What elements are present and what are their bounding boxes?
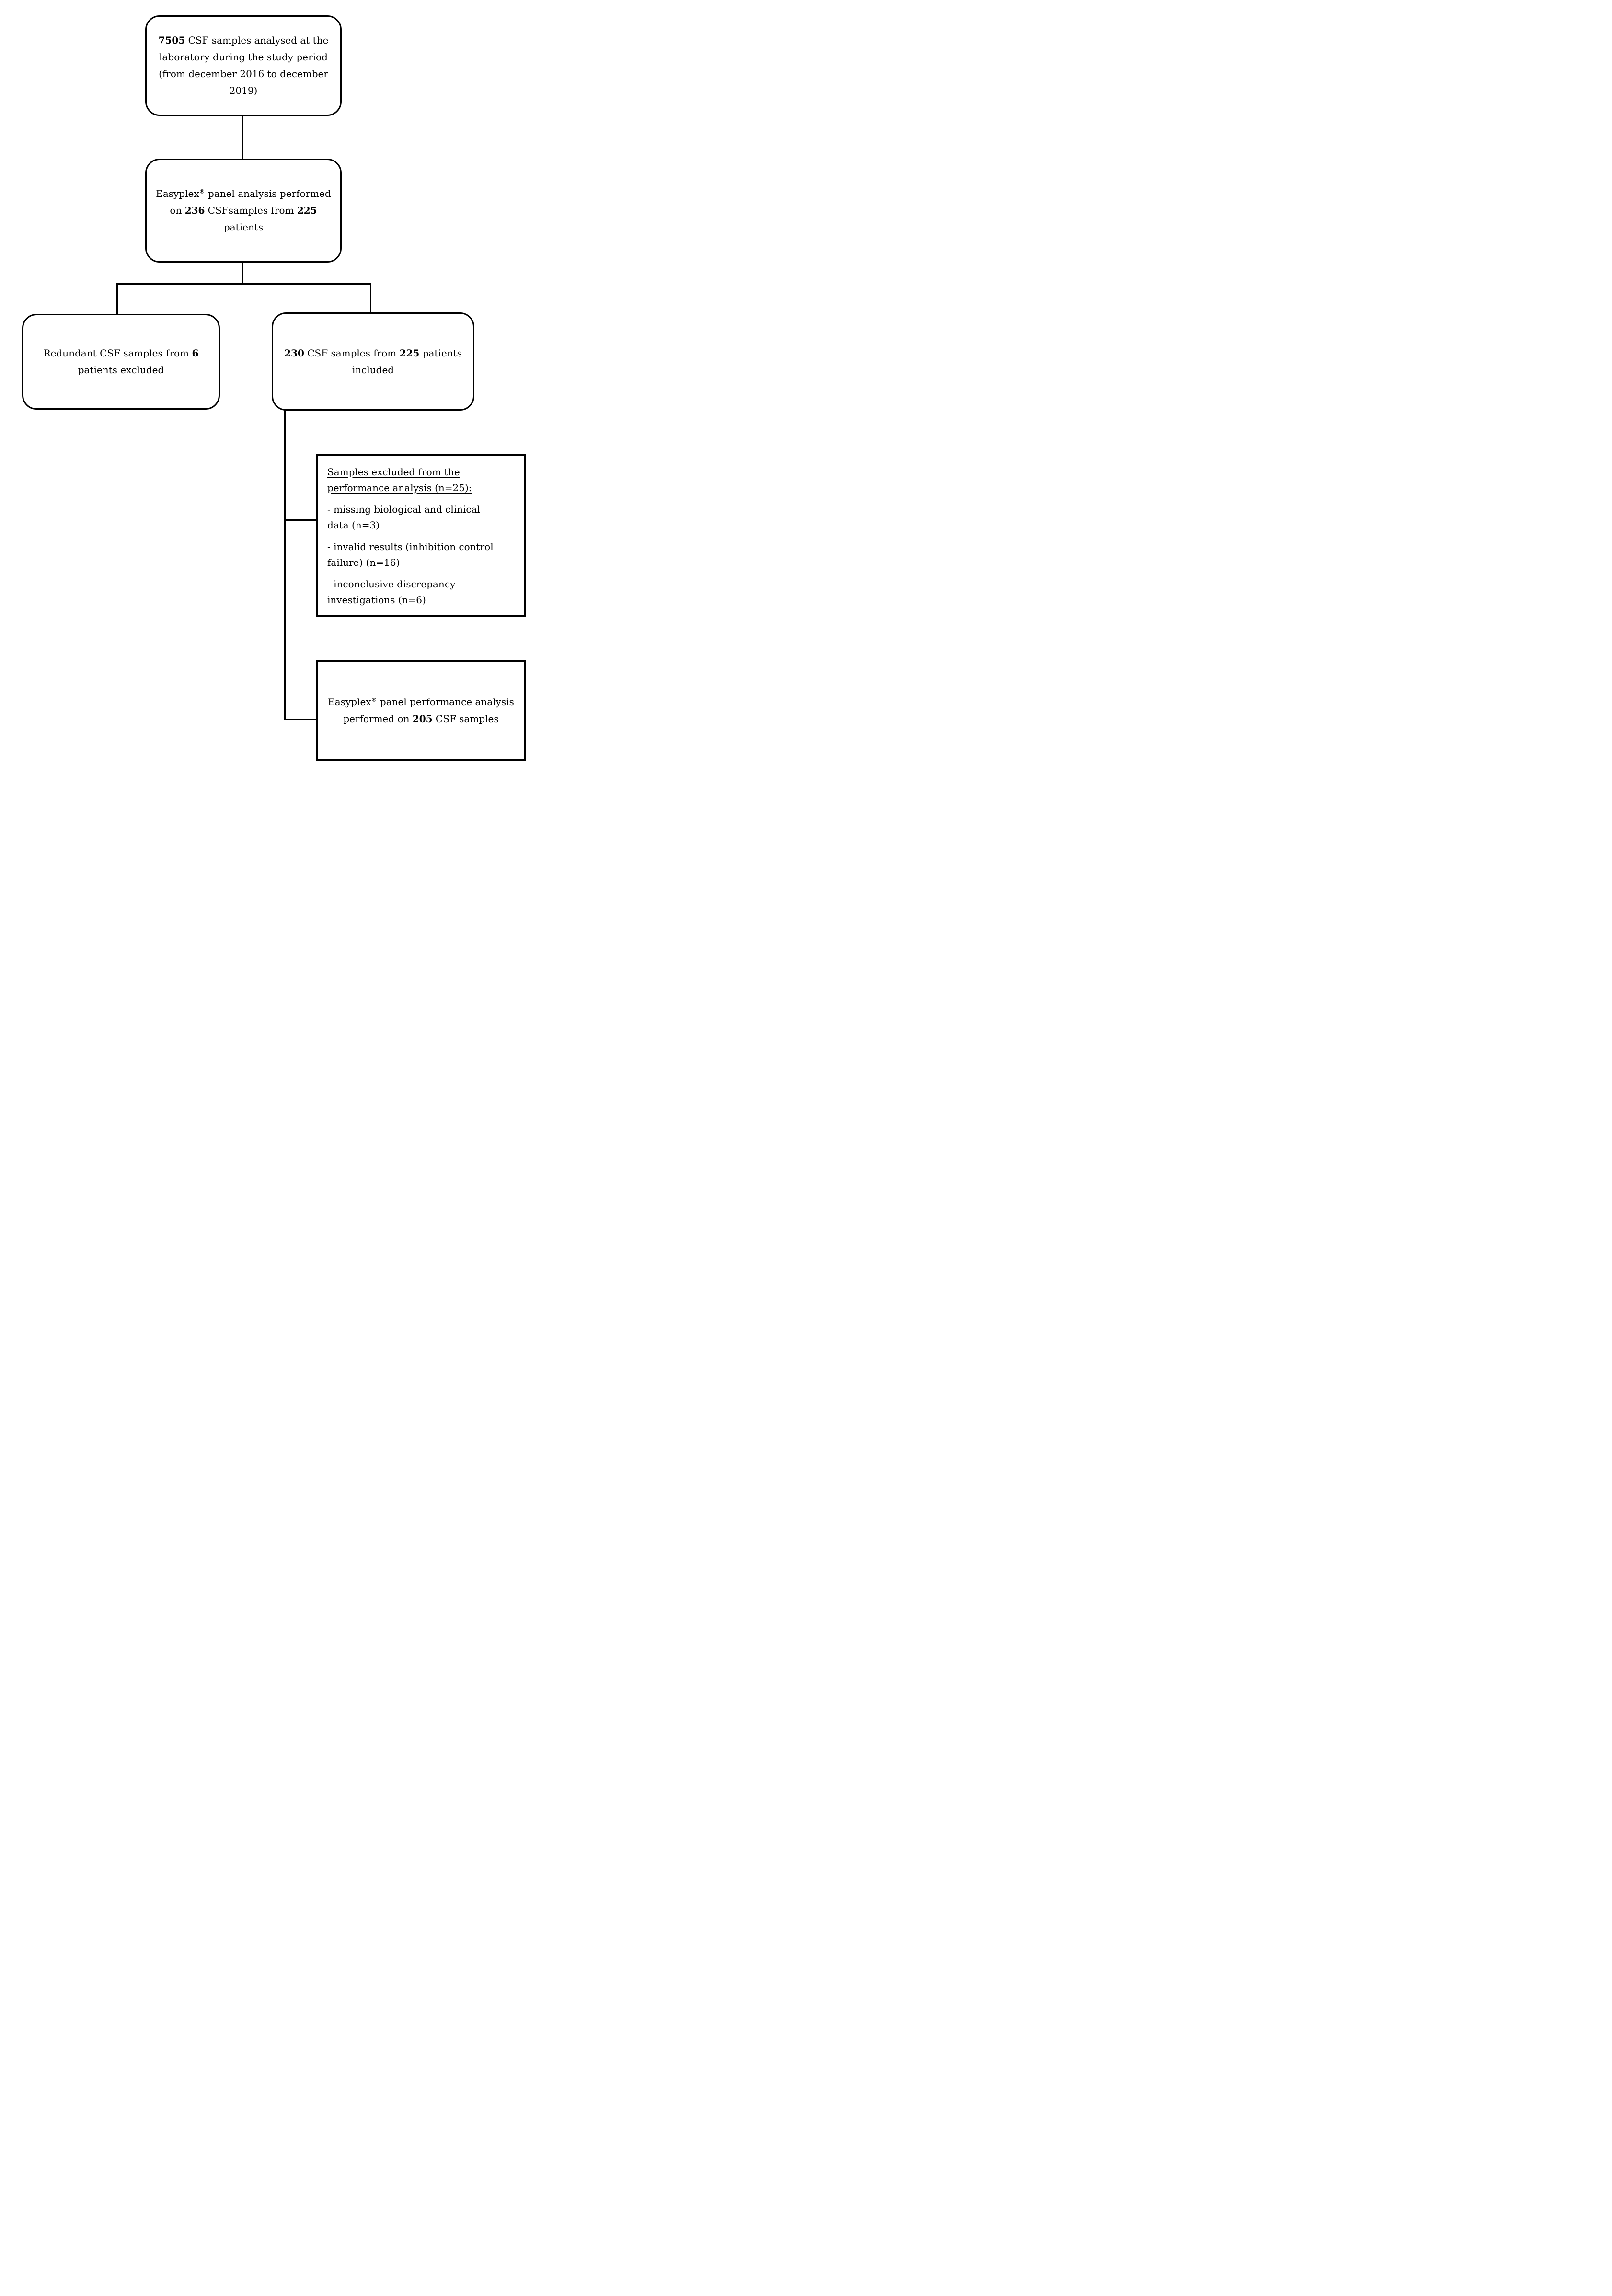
text-segment: CSF samples analysed at the xyxy=(185,34,329,46)
node-included-line-1: 230 CSF samples from 225 patients xyxy=(284,345,462,362)
registered-trademark-icon: ® xyxy=(371,696,377,703)
excluded-item-line: - inconclusive discrepancy xyxy=(327,576,455,592)
text-segment: 230 xyxy=(284,347,304,359)
text-segment: 205 xyxy=(412,713,433,724)
node-total-samples: 7505 CSF samples analysed at the laborat… xyxy=(145,15,342,116)
connector-branch-to-performance xyxy=(284,719,317,720)
text-segment: Samples excluded from the xyxy=(327,466,460,478)
text-segment: Redundant CSF samples from xyxy=(43,347,192,359)
text-segment: Easyplex xyxy=(156,188,199,199)
text-segment: patients excluded xyxy=(78,364,164,376)
text-segment: - invalid results (inhibition control xyxy=(327,541,494,552)
node-excluded-performance: Samples excluded from the performance an… xyxy=(316,454,526,617)
text-segment: 225 xyxy=(297,205,317,216)
excluded-item-line: - invalid results (inhibition control xyxy=(327,539,494,555)
text-segment: panel performance analysis xyxy=(377,696,514,708)
text-segment: performed on xyxy=(343,713,413,724)
connector-drop-to-redundant xyxy=(116,283,118,315)
text-segment: Easyplex xyxy=(328,696,371,708)
excluded-item-invalid-results: - invalid results (inhibition control fa… xyxy=(327,539,494,571)
node-total-samples-line-1: 7505 CSF samples analysed at the xyxy=(159,32,329,49)
node-performance-analysis: Easyplex® panel performance analysis per… xyxy=(316,660,526,761)
study-flow-diagram: 7505 CSF samples analysed at the laborat… xyxy=(0,0,538,765)
connector-branch-to-excluded xyxy=(284,519,317,521)
text-segment: 7505 xyxy=(158,34,185,46)
excluded-item-line: failure) (n=16) xyxy=(327,555,494,571)
node-panel-analysis-line-3: patients xyxy=(224,219,263,236)
text-segment: performance analysis (n=25): xyxy=(327,482,472,494)
connector-analysis-to-split xyxy=(242,262,243,284)
node-excluded-performance-heading-line-2: performance analysis (n=25): xyxy=(327,480,472,496)
excluded-item-line: - missing biological and clinical xyxy=(327,502,480,517)
node-performance-analysis-line-1: Easyplex® panel performance analysis xyxy=(328,694,514,711)
text-segment: 6 xyxy=(192,347,199,359)
text-segment: 225 xyxy=(399,347,420,359)
node-total-samples-line-2: laboratory during the study period xyxy=(159,49,328,66)
node-panel-analysis-line-2: on 236 CSFsamples from 225 xyxy=(170,202,317,219)
text-segment: included xyxy=(352,364,394,376)
text-segment: laboratory during the study period xyxy=(159,51,328,63)
node-included: 230 CSF samples from 225 patients includ… xyxy=(272,312,474,411)
node-performance-analysis-line-2: performed on 205 CSF samples xyxy=(343,711,498,727)
text-segment: - inconclusive discrepancy xyxy=(327,578,456,590)
excluded-item-line: data (n=3) xyxy=(327,517,480,533)
text-segment: patients xyxy=(223,221,264,233)
text-segment: CSF samples from xyxy=(304,347,400,359)
text-segment: (from december 2016 to december xyxy=(159,68,328,80)
text-segment: panel analysis performed xyxy=(205,188,331,199)
node-panel-analysis: Easyplex® panel analysis performed on 23… xyxy=(145,159,342,263)
excluded-item-missing-data: - missing biological and clinical data (… xyxy=(327,502,480,533)
node-included-line-2: included xyxy=(352,362,394,379)
text-segment: - missing biological and clinical xyxy=(327,504,480,515)
excluded-item-line: investigations (n=6) xyxy=(327,592,455,608)
text-segment: failure) (n=16) xyxy=(327,557,400,568)
node-excluded-performance-heading-line-1: Samples excluded from the xyxy=(327,464,460,480)
text-segment: CSF samples xyxy=(432,713,499,724)
node-total-samples-line-4: 2019) xyxy=(230,82,258,99)
text-segment: 236 xyxy=(184,205,205,216)
text-segment: on xyxy=(170,205,185,216)
text-segment: investigations (n=6) xyxy=(327,594,426,606)
text-segment: data (n=3) xyxy=(327,519,380,531)
text-segment: patients xyxy=(419,347,462,359)
text-segment: CSFsamples from xyxy=(205,205,297,216)
node-redundant-excluded: Redundant CSF samples from 6 patients ex… xyxy=(22,314,220,410)
excluded-item-inconclusive: - inconclusive discrepancy investigation… xyxy=(327,576,455,608)
connector-total-to-analysis xyxy=(242,115,243,160)
text-segment: 2019) xyxy=(229,85,258,96)
node-panel-analysis-line-1: Easyplex® panel analysis performed xyxy=(156,185,331,202)
node-redundant-excluded-line-1: Redundant CSF samples from 6 xyxy=(44,345,199,362)
connector-included-stem xyxy=(284,410,286,720)
connector-drop-to-included xyxy=(370,283,371,313)
connector-split-horizontal xyxy=(116,283,371,285)
node-total-samples-line-3: (from december 2016 to december xyxy=(159,66,328,82)
node-redundant-excluded-line-2: patients excluded xyxy=(78,362,164,379)
registered-trademark-icon: ® xyxy=(199,188,205,195)
